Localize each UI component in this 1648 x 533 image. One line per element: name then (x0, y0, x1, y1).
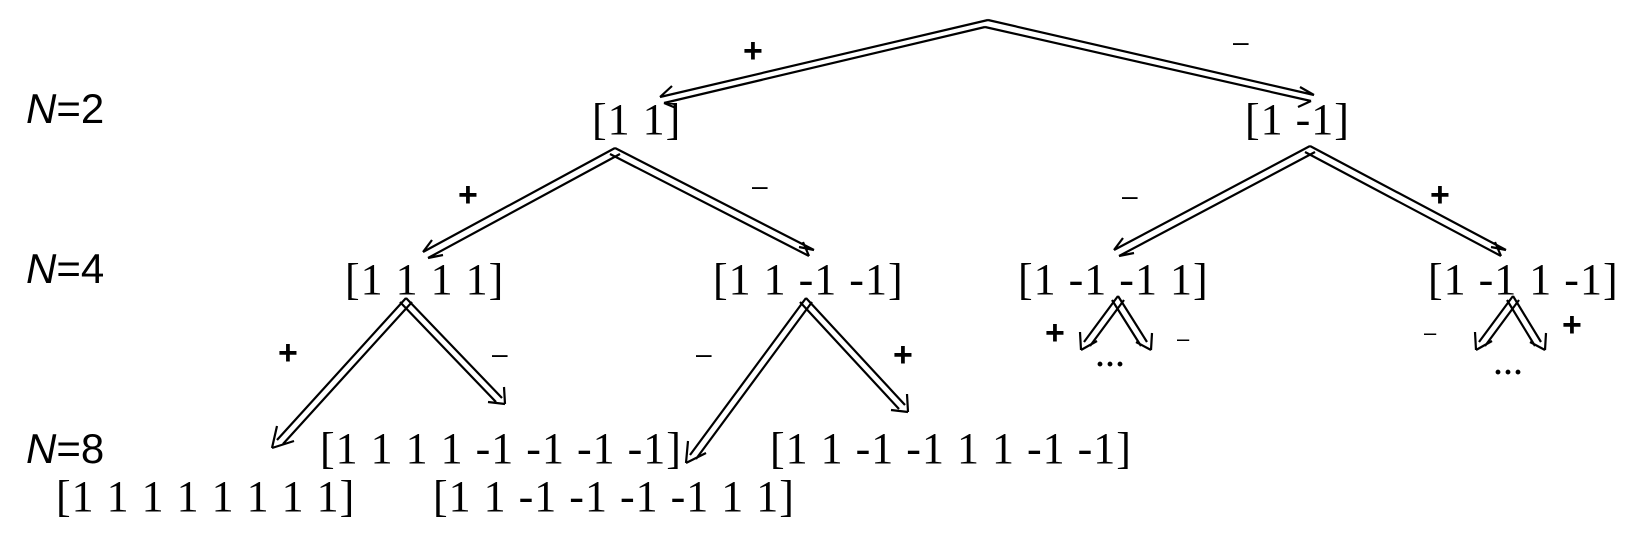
arrow-n4mp-minus (1473, 295, 1520, 351)
sign-minus: – (752, 170, 768, 201)
sign-plus: + (743, 32, 763, 70)
vector-n4-pp: [1 1 1 1] (345, 255, 505, 304)
vector-n4-pm: [1 1 -1 -1] (713, 255, 904, 304)
arrow-n4pp-plus (270, 297, 413, 450)
vector-n4-mp: [1 -1 1 -1] (1428, 255, 1619, 304)
vector-n8-ppp: [1 1 1 1 1 1 1 1] (56, 472, 356, 521)
level-label-n2: N=2 (26, 88, 104, 130)
arrow-n4pm-minus (684, 297, 813, 464)
level-var: N (26, 85, 57, 132)
vector-n8-ppm: [1 1 1 1 -1 -1 -1 -1] (320, 424, 682, 473)
arrow-n2plus-plus (422, 147, 621, 260)
arrow-root-minus (984, 18, 1315, 108)
sign-minus: – (1233, 26, 1249, 57)
sign-minus: – (696, 338, 712, 369)
vector-n2-plus: [1 1] (592, 95, 682, 144)
vector-n8-pmp: [1 1 -1 -1 1 1 -1 -1] (770, 424, 1132, 473)
arrow-root-plus (659, 18, 989, 110)
level-var: N (26, 245, 57, 292)
level-label-n8: N=8 (26, 428, 104, 470)
sign-plus: + (893, 336, 913, 374)
sign-minus: – (1122, 180, 1138, 211)
vector-n8-pmm: [1 1 -1 -1 -1 -1 1 1] (433, 472, 795, 521)
ellipsis: ··· (1493, 356, 1524, 389)
arrow-n4pp-minus (399, 297, 507, 406)
arrow-n4pm-plus (799, 297, 910, 414)
level-value: =4 (56, 245, 105, 292)
arrow-n2plus-minus (609, 147, 815, 257)
vector-n2-minus: [1 -1] (1245, 95, 1350, 144)
vector-n4-mm: [1 -1 -1 1] (1018, 255, 1209, 304)
sign-minus: – (1177, 326, 1190, 351)
sign-plus: + (278, 334, 298, 372)
level-var: N (26, 425, 57, 472)
arrow-n4mm-minus (1111, 295, 1154, 351)
sign-minus: – (1424, 320, 1437, 345)
level-value: =2 (56, 85, 105, 132)
arrow-n4mp-plus (1506, 295, 1548, 351)
arrow-n2minus-plus (1304, 145, 1507, 257)
sign-plus: + (1430, 176, 1450, 214)
sign-minus: – (492, 338, 508, 369)
ellipsis: ··· (1095, 348, 1126, 381)
level-value: =8 (56, 425, 105, 472)
sign-plus: + (1562, 306, 1582, 344)
arrow-n4mm-plus (1078, 295, 1125, 351)
arrow-n2minus-minus (1113, 145, 1316, 258)
level-label-n4: N=4 (26, 248, 104, 290)
sign-plus: + (458, 176, 478, 214)
sign-plus: + (1045, 314, 1065, 352)
